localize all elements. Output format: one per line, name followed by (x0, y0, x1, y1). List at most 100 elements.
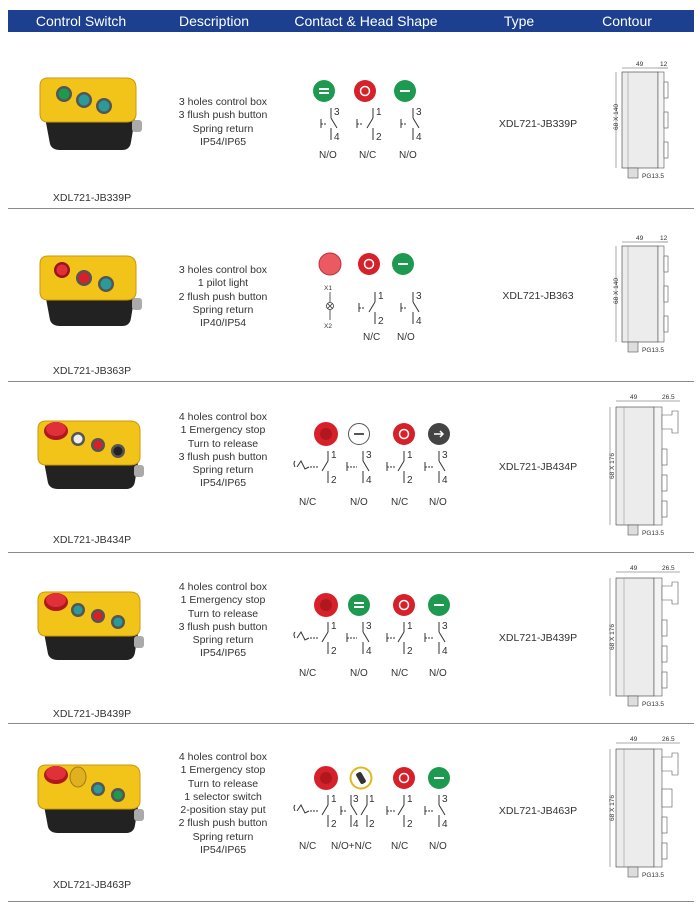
gland-label: PG13.5 (642, 872, 664, 879)
terminal-label: 3 (442, 794, 448, 805)
terminal-label: 2 (331, 646, 337, 657)
header-type: Type (503, 13, 535, 29)
type-code: XDL721-JB339P (498, 118, 578, 130)
contact-label: N/O+N/C (331, 841, 372, 852)
dimension-label: 49 (630, 736, 638, 743)
contact-label: N/O (429, 497, 447, 508)
contact-diagram: 1 2 3 4 1 2 3 4 N/C N/O N/C N/O (283, 421, 473, 521)
row-divider (8, 552, 694, 553)
contact-label: N/O (319, 150, 337, 161)
terminal-label: 3 (366, 621, 372, 632)
terminal-label: 3 (334, 107, 340, 118)
dimension-label: 49 (636, 61, 644, 68)
terminal-label: 4 (416, 132, 422, 143)
green-flush-button-icon (392, 253, 414, 275)
terminal-label: 1 (376, 107, 382, 118)
description-line: Turn to release (187, 777, 259, 790)
control-box-image (36, 74, 146, 154)
row-divider (8, 723, 694, 724)
product-name: XDL721-JB463P (52, 879, 132, 891)
contact-label: N/O (350, 497, 368, 508)
description-line: Spring return (192, 464, 254, 477)
description-line: 2 flush push button (178, 817, 268, 830)
header-description: Description (178, 13, 250, 29)
contact-diagram: 1 2 3 4 1 2 1 2 3 4 N/C N/O+N (283, 765, 473, 865)
terminal-label: 3 (353, 794, 359, 805)
terminal-label: 2 (378, 316, 384, 327)
product-name: XDL721-JB363P (52, 365, 132, 377)
description-line: 4 holes control box (178, 751, 268, 763)
description-line: IP54/IP65 (199, 844, 247, 857)
description: 3 holes control box 1 pilot light 2 flus… (148, 264, 298, 330)
description-line: 2 flush push button (178, 290, 268, 303)
gland-label: PG13.5 (642, 173, 664, 180)
contact-nc-symbol (386, 622, 405, 654)
gland-label: PG13.5 (642, 347, 664, 354)
emergency-stop-icon (314, 766, 338, 790)
control-box-image (36, 252, 146, 332)
contact-label: N/C (363, 332, 380, 343)
terminal-label: 4 (442, 819, 448, 830)
contact-label: N/C (299, 841, 316, 852)
terminal-label: 4 (416, 316, 422, 327)
contact-nc-symbol (358, 292, 376, 324)
control-box-image (36, 759, 146, 839)
terminal-label: 4 (442, 475, 448, 486)
type-code: XDL721-JB439P (498, 632, 578, 644)
dimension-label: 49 (630, 394, 638, 401)
terminal-label: 2 (407, 646, 413, 657)
row-divider (8, 208, 694, 209)
pilot-light-red-icon (318, 252, 342, 276)
contact-no-symbol (400, 292, 420, 324)
dimension-label: 68 X 176 (609, 624, 616, 650)
table-row: XDL721-JB434P 4 holes control box 1 Emer… (8, 381, 694, 552)
description-line: Turn to release (187, 437, 259, 450)
table-header: Control Switch Description Contact & Hea… (8, 10, 694, 32)
terminal-label: 2 (376, 132, 382, 143)
type-code: XDL721-JB463P (498, 805, 578, 817)
description-line: 1 pilot light (197, 277, 249, 290)
dimension-label: 12 (660, 235, 668, 242)
dimension-label: 26.5 (662, 736, 675, 743)
description-line: IP40/IP54 (199, 317, 247, 330)
terminal-label: 2 (407, 475, 413, 486)
terminal-label: 3 (416, 291, 422, 302)
terminal-label: 3 (416, 107, 422, 118)
terminal-label: 1 (407, 794, 413, 805)
type-code: XDL721-JB363 (502, 290, 574, 302)
table-row: XDL721-JB363P 3 holes control box 1 pilo… (8, 208, 694, 381)
description-line: 3 flush push button (178, 450, 268, 463)
contact-no-symbol (424, 795, 446, 827)
description-line: Turn to release (187, 607, 259, 620)
dimension-label: 49 (630, 565, 638, 572)
header-contour: Contour (602, 13, 652, 29)
contact-label: N/O (429, 841, 447, 852)
description-line: 3 flush push button (178, 620, 268, 633)
red-flush-button-icon (358, 253, 380, 275)
terminal-label: 1 (331, 794, 337, 805)
table-row: XDL721-JB339P 3 holes control box 3 flus… (8, 34, 694, 208)
green-flush-button-icon (394, 80, 416, 102)
description-line: Spring return (192, 830, 254, 843)
contact-label: N/C (391, 497, 408, 508)
red-flush-button-icon (393, 423, 415, 445)
contour-drawing: 49 12 68 X 140 PG13.5 (606, 60, 700, 190)
selector-switch-icon (349, 766, 373, 790)
emergency-contact-symbol (293, 622, 329, 654)
dimension-label: 26.5 (662, 565, 675, 572)
description-line: Spring return (192, 122, 254, 135)
terminal-label: 1 (378, 291, 384, 302)
contact-diagram: X1 X2 1 2 3 4 N/C N/O (283, 252, 473, 352)
type-code: XDL721-JB434P (498, 461, 578, 473)
dimension-label: 12 (660, 61, 668, 68)
terminal-label: 1 (407, 621, 413, 632)
contact-diagram: 1 2 3 4 1 2 3 4 N/C N/O N/C N/O (283, 592, 473, 692)
terminal-label: 2 (369, 819, 375, 830)
terminal-label: 3 (366, 450, 372, 461)
contact-label: N/C (359, 150, 376, 161)
terminal-label: 2 (331, 475, 337, 486)
terminal-label: 4 (442, 646, 448, 657)
emergency-contact-symbol (293, 451, 329, 483)
description: 4 holes control box 1 Emergency stop Tur… (148, 581, 298, 661)
contact-diagram: 3 4 1 2 3 4 N/O N/C N/O (283, 78, 473, 178)
